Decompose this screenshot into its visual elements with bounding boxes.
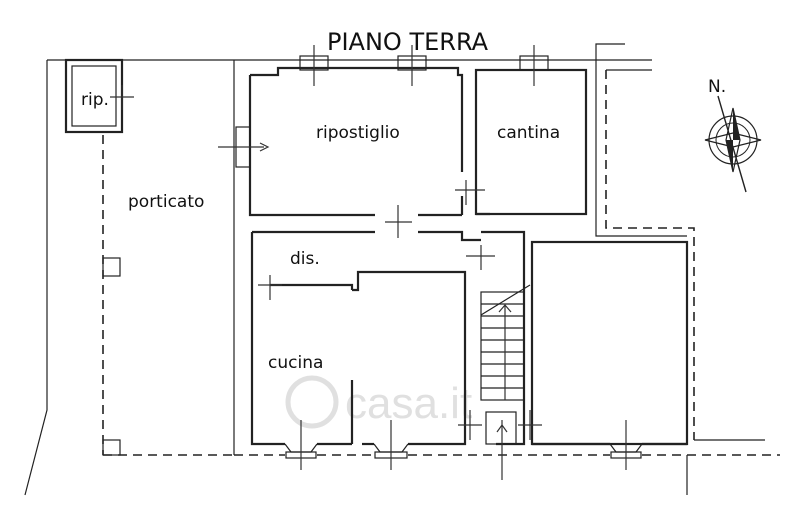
north-label: N. xyxy=(708,77,726,97)
label-rip: rip. xyxy=(81,90,109,110)
porch: porticato xyxy=(102,60,235,456)
entrance xyxy=(485,411,517,480)
bottom-window-icons xyxy=(284,420,643,470)
side-window-icon xyxy=(218,126,270,168)
watermark-text: casa.it xyxy=(345,379,472,428)
label-cucina: cucina xyxy=(268,353,323,373)
window-icon xyxy=(299,45,549,86)
label-porticato: porticato xyxy=(128,192,204,212)
staircase xyxy=(480,284,531,401)
lower-walls xyxy=(250,230,689,446)
right-boundary xyxy=(234,62,780,495)
closet-rip: rip. xyxy=(64,58,134,134)
floor-title: PIANO TERRA xyxy=(327,28,489,56)
building-walls xyxy=(248,66,588,217)
label-ripostiglio: ripostiglio xyxy=(316,123,400,143)
watermark: casa.it xyxy=(285,375,472,429)
site-boundary xyxy=(24,43,652,496)
compass-rose-icon xyxy=(704,95,762,193)
door-markers xyxy=(258,180,542,440)
label-dis: dis. xyxy=(290,249,320,269)
watermark-logo-icon xyxy=(285,375,339,429)
label-cantina: cantina xyxy=(497,123,560,143)
